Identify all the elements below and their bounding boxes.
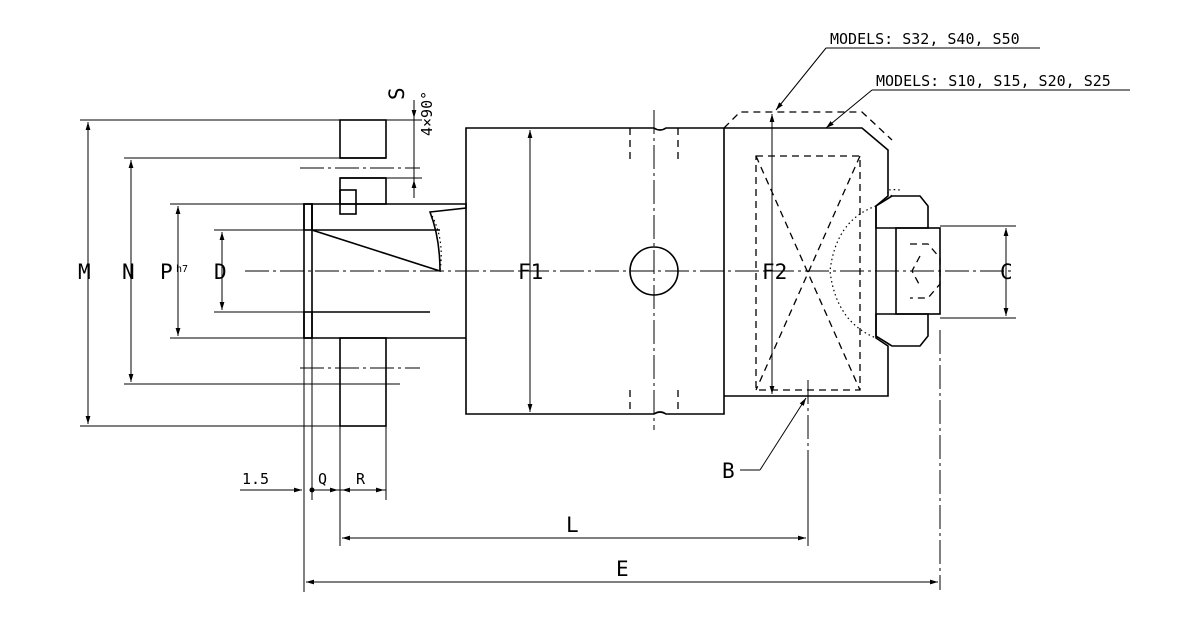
label-s: S	[385, 87, 409, 100]
label-p-tolerance: h7	[176, 264, 188, 275]
label-chamfer: 4×90°	[418, 91, 436, 136]
dimension-lines	[85, 100, 1009, 585]
body-f1	[465, 110, 725, 430]
label-b: B	[722, 459, 735, 483]
leaders	[740, 47, 1130, 471]
end-cap	[875, 189, 941, 590]
label-models-small: MODELS: S10, S15, S20, S25	[876, 72, 1111, 90]
flange-ring	[300, 119, 420, 427]
extension-lines	[80, 119, 1016, 592]
label-e: E	[616, 557, 629, 581]
head-f2	[723, 111, 893, 470]
label-models-large: MODELS: S32, S40, S50	[830, 30, 1020, 48]
label-n: N	[122, 260, 135, 284]
label-m: M	[78, 260, 91, 284]
label-q: Q	[318, 470, 327, 488]
label-d: D	[214, 260, 227, 284]
label-p: P	[160, 260, 173, 284]
label-r: R	[356, 470, 366, 488]
label-c: C	[1000, 260, 1013, 284]
label-f1: F1	[518, 260, 543, 284]
label-dim-1-5: 1.5	[242, 470, 269, 488]
label-l: L	[566, 513, 579, 537]
label-f2: F2	[762, 260, 787, 284]
shaft	[303, 203, 467, 339]
